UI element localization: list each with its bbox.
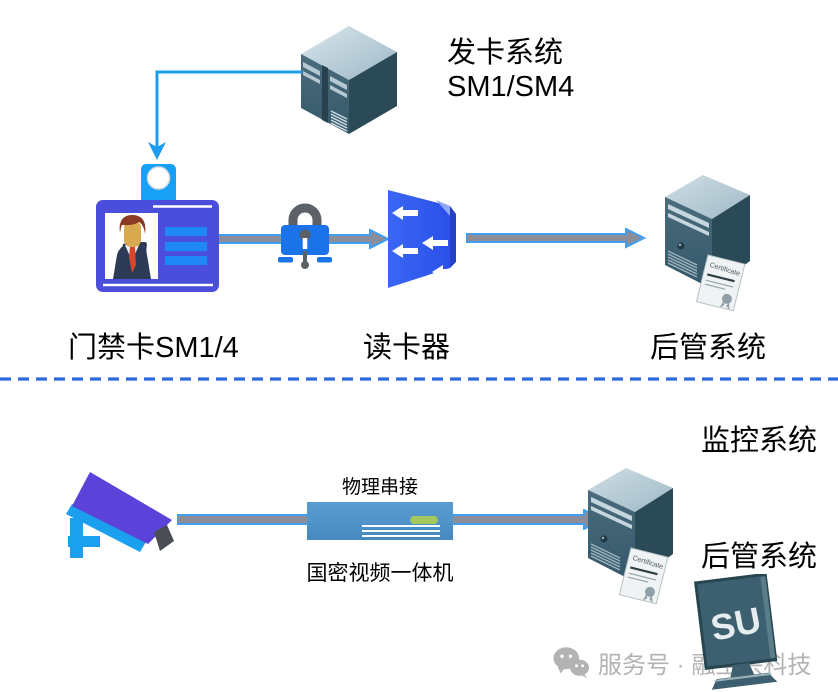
- server-vents: [590, 543, 621, 571]
- badge-avatar: [113, 215, 151, 279]
- badge-clip-hole: [146, 166, 171, 190]
- id-badge-icon: [96, 164, 219, 292]
- physical-link-label: 物理串接: [341, 477, 418, 498]
- appliance-led: [410, 516, 438, 524]
- server-top-face: [588, 468, 673, 512]
- backend-system-label-bottom: 后管系统: [701, 541, 818, 573]
- camera-to-device-connector: [177, 514, 313, 525]
- cctv-camera-icon: [66, 472, 174, 558]
- tower-server-certificate-icon: Certificate: [665, 175, 750, 312]
- lock-shackle: [288, 203, 322, 228]
- issuing-system-label-line2: SM1/SM4: [447, 71, 575, 103]
- cube-vent-grid: [330, 110, 348, 132]
- section-divider: [0, 377, 838, 381]
- badge-text-bars: [165, 227, 207, 265]
- su-monitor-label: SU: [707, 599, 764, 649]
- tower-server-certificate-icon: Certificate: [588, 468, 673, 605]
- issuing-system-label: 发卡系统 SM1/SM4: [447, 36, 574, 104]
- camera-lens: [154, 525, 174, 551]
- camera-bracket: [66, 504, 146, 558]
- backend-system-label-top: 后管系统: [650, 332, 767, 364]
- wechat-icon: [553, 647, 590, 679]
- cube-side-face: [349, 52, 397, 134]
- certificate: Certificate: [695, 254, 746, 312]
- reader-to-backend-connector: [466, 227, 646, 249]
- su-monitor-neck: [730, 663, 755, 678]
- su-monitor-base: [711, 672, 778, 690]
- su-monitor-icon: SU: [694, 574, 778, 690]
- server-top-face: [665, 175, 750, 219]
- monitoring-system-label: 监控系统: [701, 425, 818, 457]
- video-device-label: 国密视频一体机: [306, 562, 454, 585]
- server-cube-icon: [301, 26, 397, 134]
- reader-arrows: [392, 206, 458, 279]
- switch-arrows-icon: [388, 190, 458, 288]
- access-card-label: 门禁卡SM1/4: [68, 332, 239, 364]
- issuing-to-card-arrow: [148, 70, 302, 160]
- reader-label: 读卡器: [363, 332, 451, 364]
- issuing-system-label-line1: 发卡系统: [447, 37, 564, 69]
- certificate: Certificate: [618, 547, 669, 605]
- camera-body: [72, 472, 172, 544]
- server-vents: [667, 250, 698, 278]
- network-appliance-icon: [307, 502, 453, 540]
- lock-icon: [278, 203, 332, 269]
- arrowhead-down: [148, 142, 166, 160]
